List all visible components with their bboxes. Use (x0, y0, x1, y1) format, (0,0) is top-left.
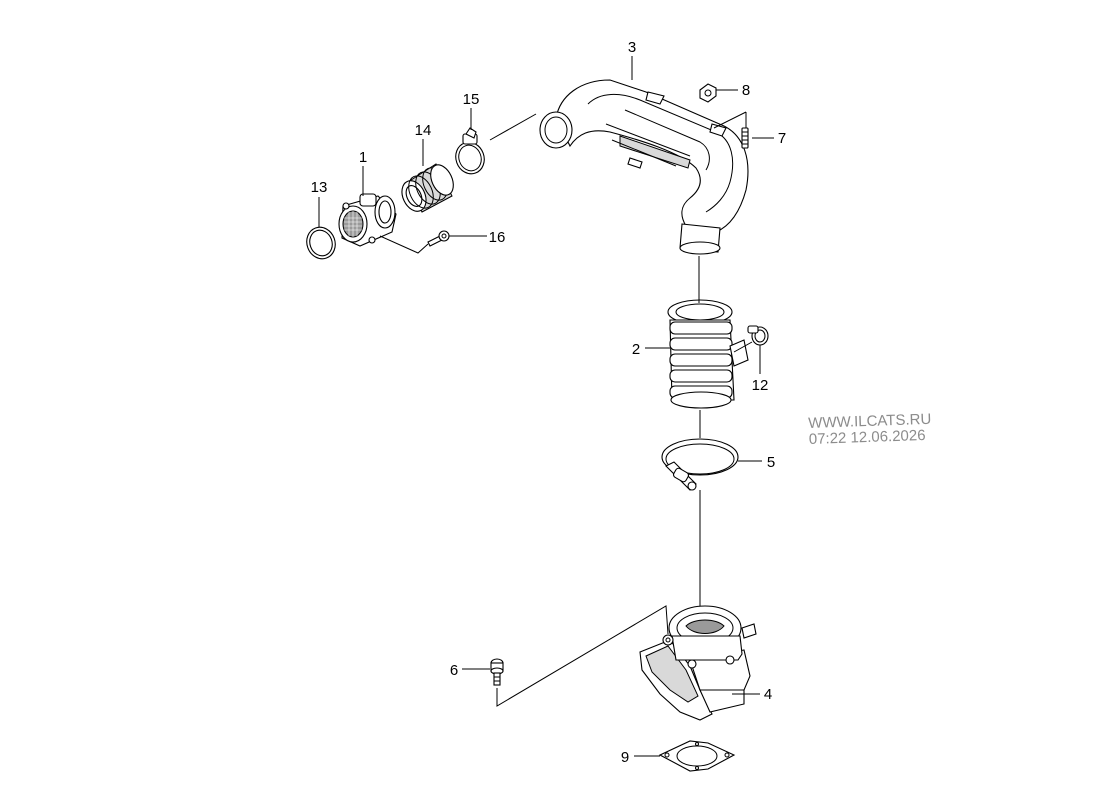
part-13-o-ring[interactable] (302, 223, 339, 263)
svg-text:9: 9 (621, 749, 629, 766)
svg-text:6: 6 (450, 662, 458, 679)
part-1-air-flow-sensor[interactable] (338, 193, 397, 247)
part-4-throttle-body[interactable] (639, 605, 757, 721)
svg-text:5: 5 (767, 454, 775, 471)
callout-1: 1 (359, 149, 367, 196)
callout-8: 8 (716, 82, 750, 99)
part-2-bellows[interactable] (667, 299, 749, 409)
part-6-bolt[interactable] (490, 658, 504, 686)
part-12-small-clamp[interactable] (747, 325, 769, 346)
part-9-gasket[interactable] (658, 740, 736, 772)
part-8-nut[interactable] (699, 83, 717, 103)
svg-text:15: 15 (463, 91, 480, 108)
svg-text:13: 13 (311, 179, 328, 196)
part-5-hose-clamp[interactable] (661, 438, 739, 491)
callout-6: 6 (450, 662, 490, 679)
svg-text:12: 12 (752, 377, 769, 394)
svg-text:3: 3 (628, 39, 636, 56)
callout-3: 3 (628, 39, 636, 80)
callout-2: 2 (632, 341, 670, 358)
callout-13: 13 (311, 179, 328, 227)
callout-9: 9 (621, 749, 660, 766)
assembly-lines (379, 113, 753, 707)
callout-4: 4 (732, 686, 772, 703)
svg-text:16: 16 (489, 229, 506, 246)
callout-14: 14 (415, 122, 432, 166)
part-7-stud[interactable] (741, 127, 749, 149)
svg-text:14: 14 (415, 122, 432, 139)
callout-5: 5 (738, 454, 775, 471)
callout-15: 15 (463, 91, 480, 130)
callout-7: 7 (713, 111, 786, 147)
watermark: WWW.ILCATS.RU 07:22 12.06.2026 (808, 411, 932, 448)
part-14-rubber-hose[interactable] (397, 161, 458, 215)
part-3-intake-duct[interactable] (539, 79, 749, 255)
svg-text:1: 1 (359, 149, 367, 166)
callouts: 1 2 3 4 5 6 7 8 (311, 39, 787, 766)
svg-text:4: 4 (764, 686, 772, 703)
svg-text:2: 2 (632, 341, 640, 358)
svg-text:8: 8 (742, 82, 750, 99)
callout-12: 12 (752, 345, 769, 394)
svg-text:7: 7 (778, 130, 786, 147)
part-16-screw[interactable] (427, 230, 450, 247)
callout-16: 16 (449, 229, 505, 246)
part-15-hose-clamp[interactable] (451, 127, 488, 178)
